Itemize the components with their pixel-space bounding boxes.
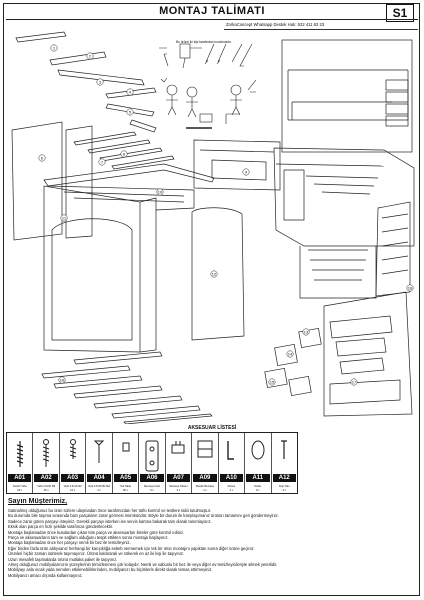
svg-text:2: 2 (89, 53, 92, 58)
svg-text:18: 18 (408, 285, 413, 290)
slat-stack-bottom (41, 351, 213, 424)
hinge-base-icon (171, 441, 185, 454)
slat-stack-top (73, 131, 175, 170)
svg-text:7: 7 (101, 159, 104, 164)
callout-3: 3 (96, 78, 104, 86)
notice-line: Almış olduğunuz mobilyalarınızın yüzeyle… (8, 562, 278, 568)
accessory-a03: A03 Vida 3.5x16 Mil 16 x (60, 433, 87, 493)
screw-icon (43, 439, 50, 467)
accessory-a04: A04 Vida 3.5x30 Bir Bet 4 x (86, 433, 113, 493)
accessory-a09: A09 Plastik Menteşe 4 x (192, 433, 219, 493)
side-panel-right (193, 139, 281, 191)
callout-12: 12 (210, 270, 218, 278)
notice-line: Sadece zarar gören parçayı isteyiniz. Ge… (8, 518, 212, 524)
notice-line: Mobilyanızı amacı dışında kullanmayınız. (8, 572, 83, 578)
screw-icon (16, 441, 23, 467)
callout-4: 4 (126, 88, 134, 96)
svg-text:14: 14 (288, 351, 293, 356)
callout-10: 10 (156, 188, 164, 196)
accessory-table: A01 Kestini Vida 26 x A02 Vida 3.5x30 Mi… (6, 432, 298, 494)
long-panel-group (15, 31, 157, 133)
notice-line: Bu durumda bile taşıma sırasında bazı pa… (8, 513, 279, 519)
callout-7: 7 (98, 158, 106, 166)
accessory-list-title: AKSESUAR LİSTESİ (187, 425, 237, 431)
notice-line: Uzun mesafeli taşımalarda ürünü mutlaka … (8, 556, 118, 562)
cap-icon (122, 442, 130, 452)
callout-14: 14 (286, 350, 294, 358)
page-id-box: S1 (386, 4, 414, 22)
screw-icon (93, 440, 105, 463)
callout-1: 1 (50, 44, 58, 52)
svg-text:5: 5 (129, 109, 132, 114)
svg-text:17: 17 (352, 379, 357, 384)
plastic-hinge-icon (197, 440, 213, 458)
accessory-a07: A07 Menteşe Tabani 6 x (166, 433, 193, 493)
callout-5: 5 (126, 108, 134, 116)
side-panel-left (11, 121, 93, 241)
notice-line: Mobilyayı asla sıcak yada nemden etkilen… (8, 567, 213, 573)
svg-text:8: 8 (123, 151, 126, 156)
svg-text:12: 12 (212, 271, 217, 276)
svg-text:11: 11 (62, 215, 67, 220)
callout-17: 17 (350, 378, 358, 386)
bracket-icon (227, 441, 235, 460)
accessory-a01: A01 Kestini Vida 26 x (7, 433, 34, 493)
accessory-a10: A10 Dirsek 4 x (219, 433, 246, 493)
assembly-drawing: 1 2 3 4 5 6 7 8 9 10 11 12 13 14 15 16 1… (11, 31, 415, 424)
bed-preview (281, 39, 413, 153)
hinge-icon (145, 440, 159, 472)
screw-icon (69, 439, 76, 459)
bed-frame (43, 163, 215, 353)
assembled-bunk-bed (273, 147, 415, 299)
notice-line: Parça ve aksesuarların tam ve sağlam old… (8, 535, 169, 541)
notice-line: Ürünleri hiçbir zaman sürterek taşımayın… (8, 551, 185, 557)
svg-text:1: 1 (53, 45, 56, 50)
step-unit-parts (264, 291, 413, 417)
notice-line: Montaja başlamadan önce kutulardan çıkan… (8, 529, 185, 535)
svg-text:6: 6 (41, 155, 44, 160)
page-title: MONTAJ TALİMATI (159, 5, 265, 17)
callout-16: 16 (58, 376, 66, 384)
handle-screw-icon (281, 440, 288, 459)
svg-text:13: 13 (304, 329, 309, 334)
callout-8: 8 (120, 150, 128, 158)
door-panel (191, 207, 245, 341)
accessory-a11: A11 Dübel 8 x (245, 433, 272, 493)
dowel-icon (251, 440, 265, 460)
callout-9: 9 (242, 168, 250, 176)
callout-15: 15 (268, 378, 276, 386)
support-contact: ZorkaConcept Whatsapp Destek Hatı: 532 4… (226, 22, 325, 27)
tools-caption: Bu ürünü iki kişi tarafından kurulmalıdı… (176, 40, 232, 44)
notice-line: Montaja başlamadan önce her parçayı neml… (8, 540, 131, 546)
accessory-a05: A05 Tek Tabla 80 x (113, 433, 140, 493)
svg-text:3: 3 (99, 79, 102, 84)
svg-text:15: 15 (270, 379, 275, 384)
callout-2: 2 (86, 52, 94, 60)
notice-body: Satınalmış olduğunuz bu ürün sizlere ula… (8, 508, 418, 578)
tools-illustration (159, 43, 257, 129)
callout-11: 11 (60, 214, 68, 222)
contact-divider (224, 29, 418, 30)
notice-line: Eğer birden fazla ürün aldıysanız herhan… (8, 545, 255, 551)
svg-text:4: 4 (129, 89, 132, 94)
page-border (3, 3, 420, 596)
svg-text:9: 9 (245, 169, 248, 174)
callout-6: 6 (38, 154, 46, 162)
accessory-a06: A06 Menteşe Fiski 6 x (139, 433, 166, 493)
callout-18: 18 (406, 284, 414, 292)
notice-line: Eksik olan parça en hızlı şekilde tarafı… (8, 524, 114, 530)
notice-line: Satınalmış olduğunuz bu ürün sizlere ula… (8, 508, 211, 513)
svg-text:10: 10 (158, 189, 163, 194)
callout-13: 13 (302, 328, 310, 336)
notice-title: Sayın Müşterimiz, (8, 498, 68, 505)
accessory-a02: A02 Vida 3.5x30 Mil 26 x (33, 433, 60, 493)
accessory-a12: A12 Kulp Takı 3 x (272, 433, 297, 493)
svg-text:16: 16 (60, 377, 65, 382)
title-divider (6, 19, 418, 20)
